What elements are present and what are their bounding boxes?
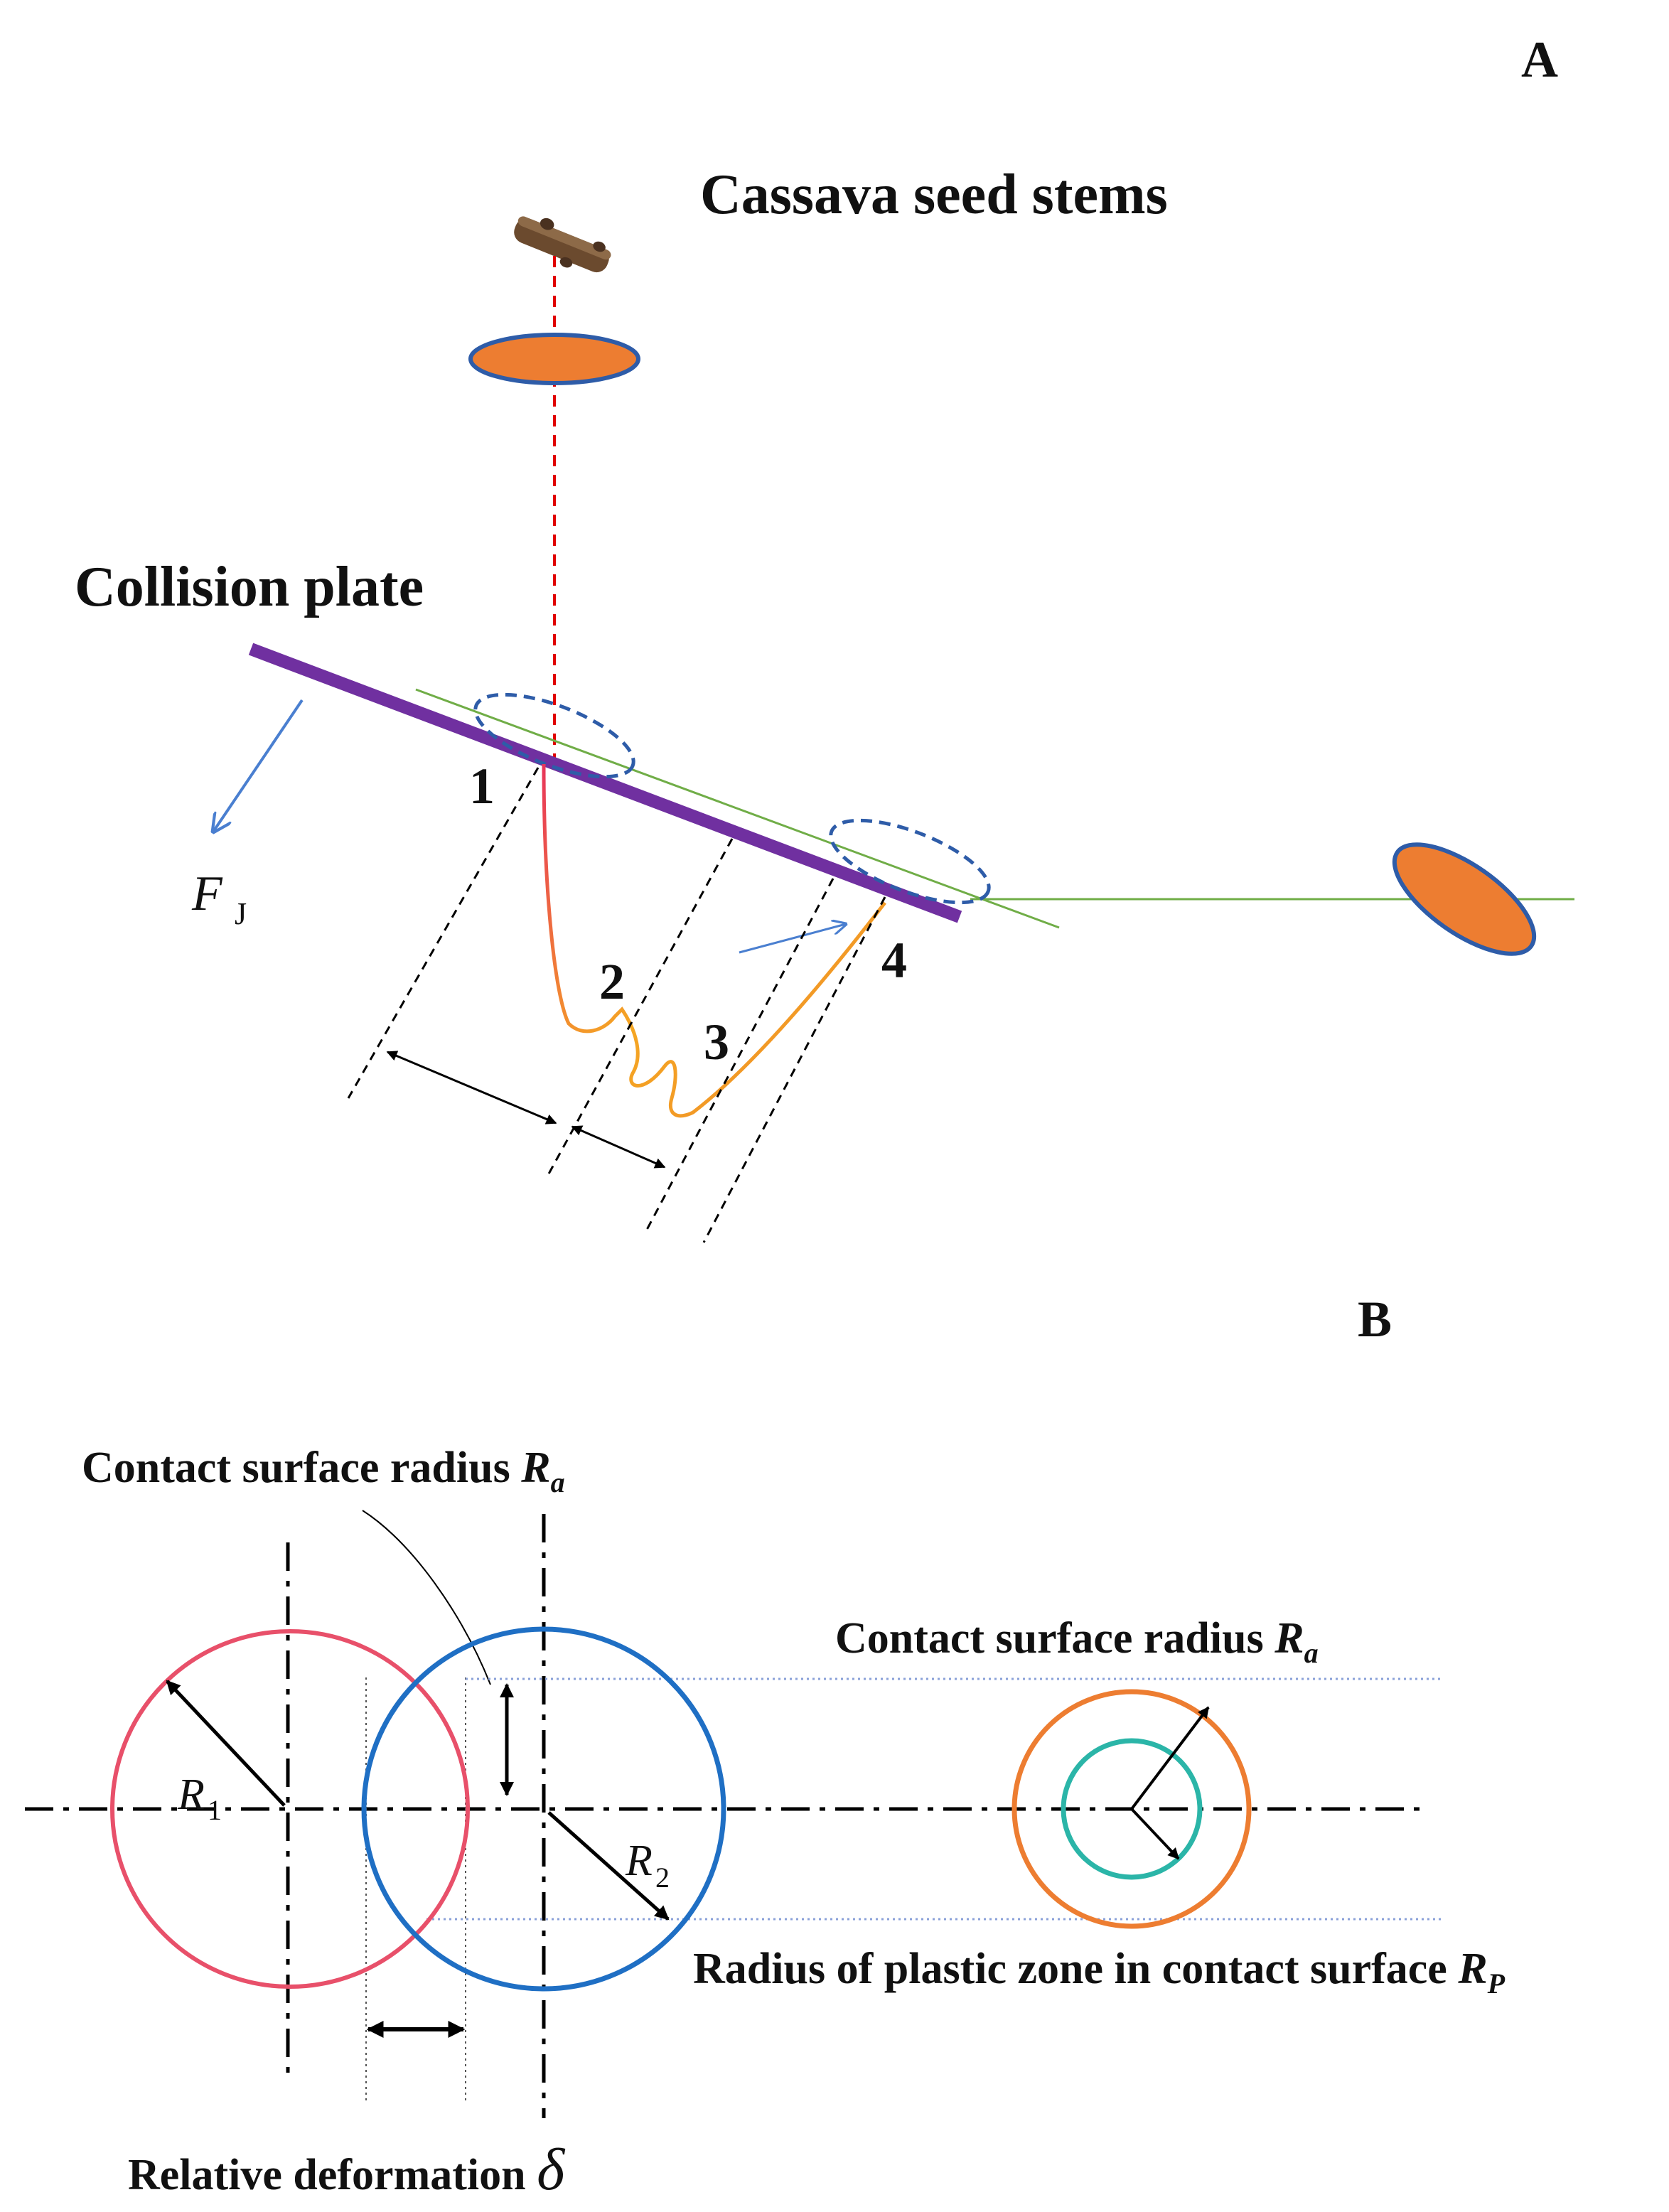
deformation-label: Relative deformation δ (128, 2137, 566, 2203)
sphere-1-circle (110, 1629, 470, 1989)
r2-label: R 2 (625, 1837, 670, 1894)
stage-span-arrow-2 (571, 1125, 666, 1169)
point-label-1: 1 (469, 758, 495, 815)
contact-radius-arrow-right (1130, 1706, 1210, 1810)
projection-lines (347, 767, 886, 1243)
panel-a-label: A (1521, 31, 1558, 88)
point-label-4: 4 (881, 932, 907, 989)
falling-stem-ellipse (468, 333, 640, 385)
contact-ellipse-1 (473, 692, 635, 779)
r1-symbol: R (177, 1771, 205, 1819)
point-label-2: 2 (599, 953, 625, 1010)
r1-subscript: 1 (208, 1794, 222, 1826)
plastic-zone-circle (1061, 1738, 1203, 1880)
point-label-3: 3 (704, 1014, 729, 1070)
contact-radius-leader (362, 1510, 491, 1685)
plastic-radius-arrow (1130, 1808, 1180, 1860)
contact-guide-lines (426, 1677, 1443, 1921)
velocity-arrow (739, 924, 846, 954)
contact-ellipse-4 (829, 818, 991, 905)
force-arrow (213, 699, 304, 832)
r1-arrow (166, 1680, 286, 1807)
cassava-stem-icon (514, 216, 611, 273)
panel-a: A Cassava seed stems Collision plate (75, 31, 1574, 1243)
stage-span-arrow-1 (386, 1051, 557, 1124)
exiting-stem-ellipse (1392, 842, 1537, 956)
panel-b-label: B (1358, 1291, 1392, 1348)
contact-surface-circle (1011, 1689, 1252, 1929)
force-label: F J (191, 866, 247, 931)
r2-symbol: R (625, 1837, 653, 1885)
plastic-zone-label: Radius of plastic zone in contact surfac… (693, 1945, 1506, 1999)
contact-radius-label-right: Contact surface radius Ra (835, 1614, 1319, 1669)
r2-arrow (547, 1811, 670, 1921)
collision-plate-label: Collision plate (75, 556, 424, 618)
trajectory-curve (542, 763, 886, 1118)
force-symbol: F (191, 866, 223, 921)
seed-stems-label: Cassava seed stems (700, 163, 1168, 226)
contact-radius-label-top: Contact surface radius Ra (82, 1444, 565, 1498)
r1-label: R 1 (177, 1771, 222, 1826)
force-subscript: J (235, 896, 247, 931)
collision-plate (248, 643, 962, 923)
panel-b: B Contact surface radius Ra R 1 (25, 1291, 1506, 2203)
sphere-2-circle (361, 1626, 726, 1992)
r2-subscript: 2 (655, 1862, 670, 1894)
tangent-line (415, 688, 1060, 929)
